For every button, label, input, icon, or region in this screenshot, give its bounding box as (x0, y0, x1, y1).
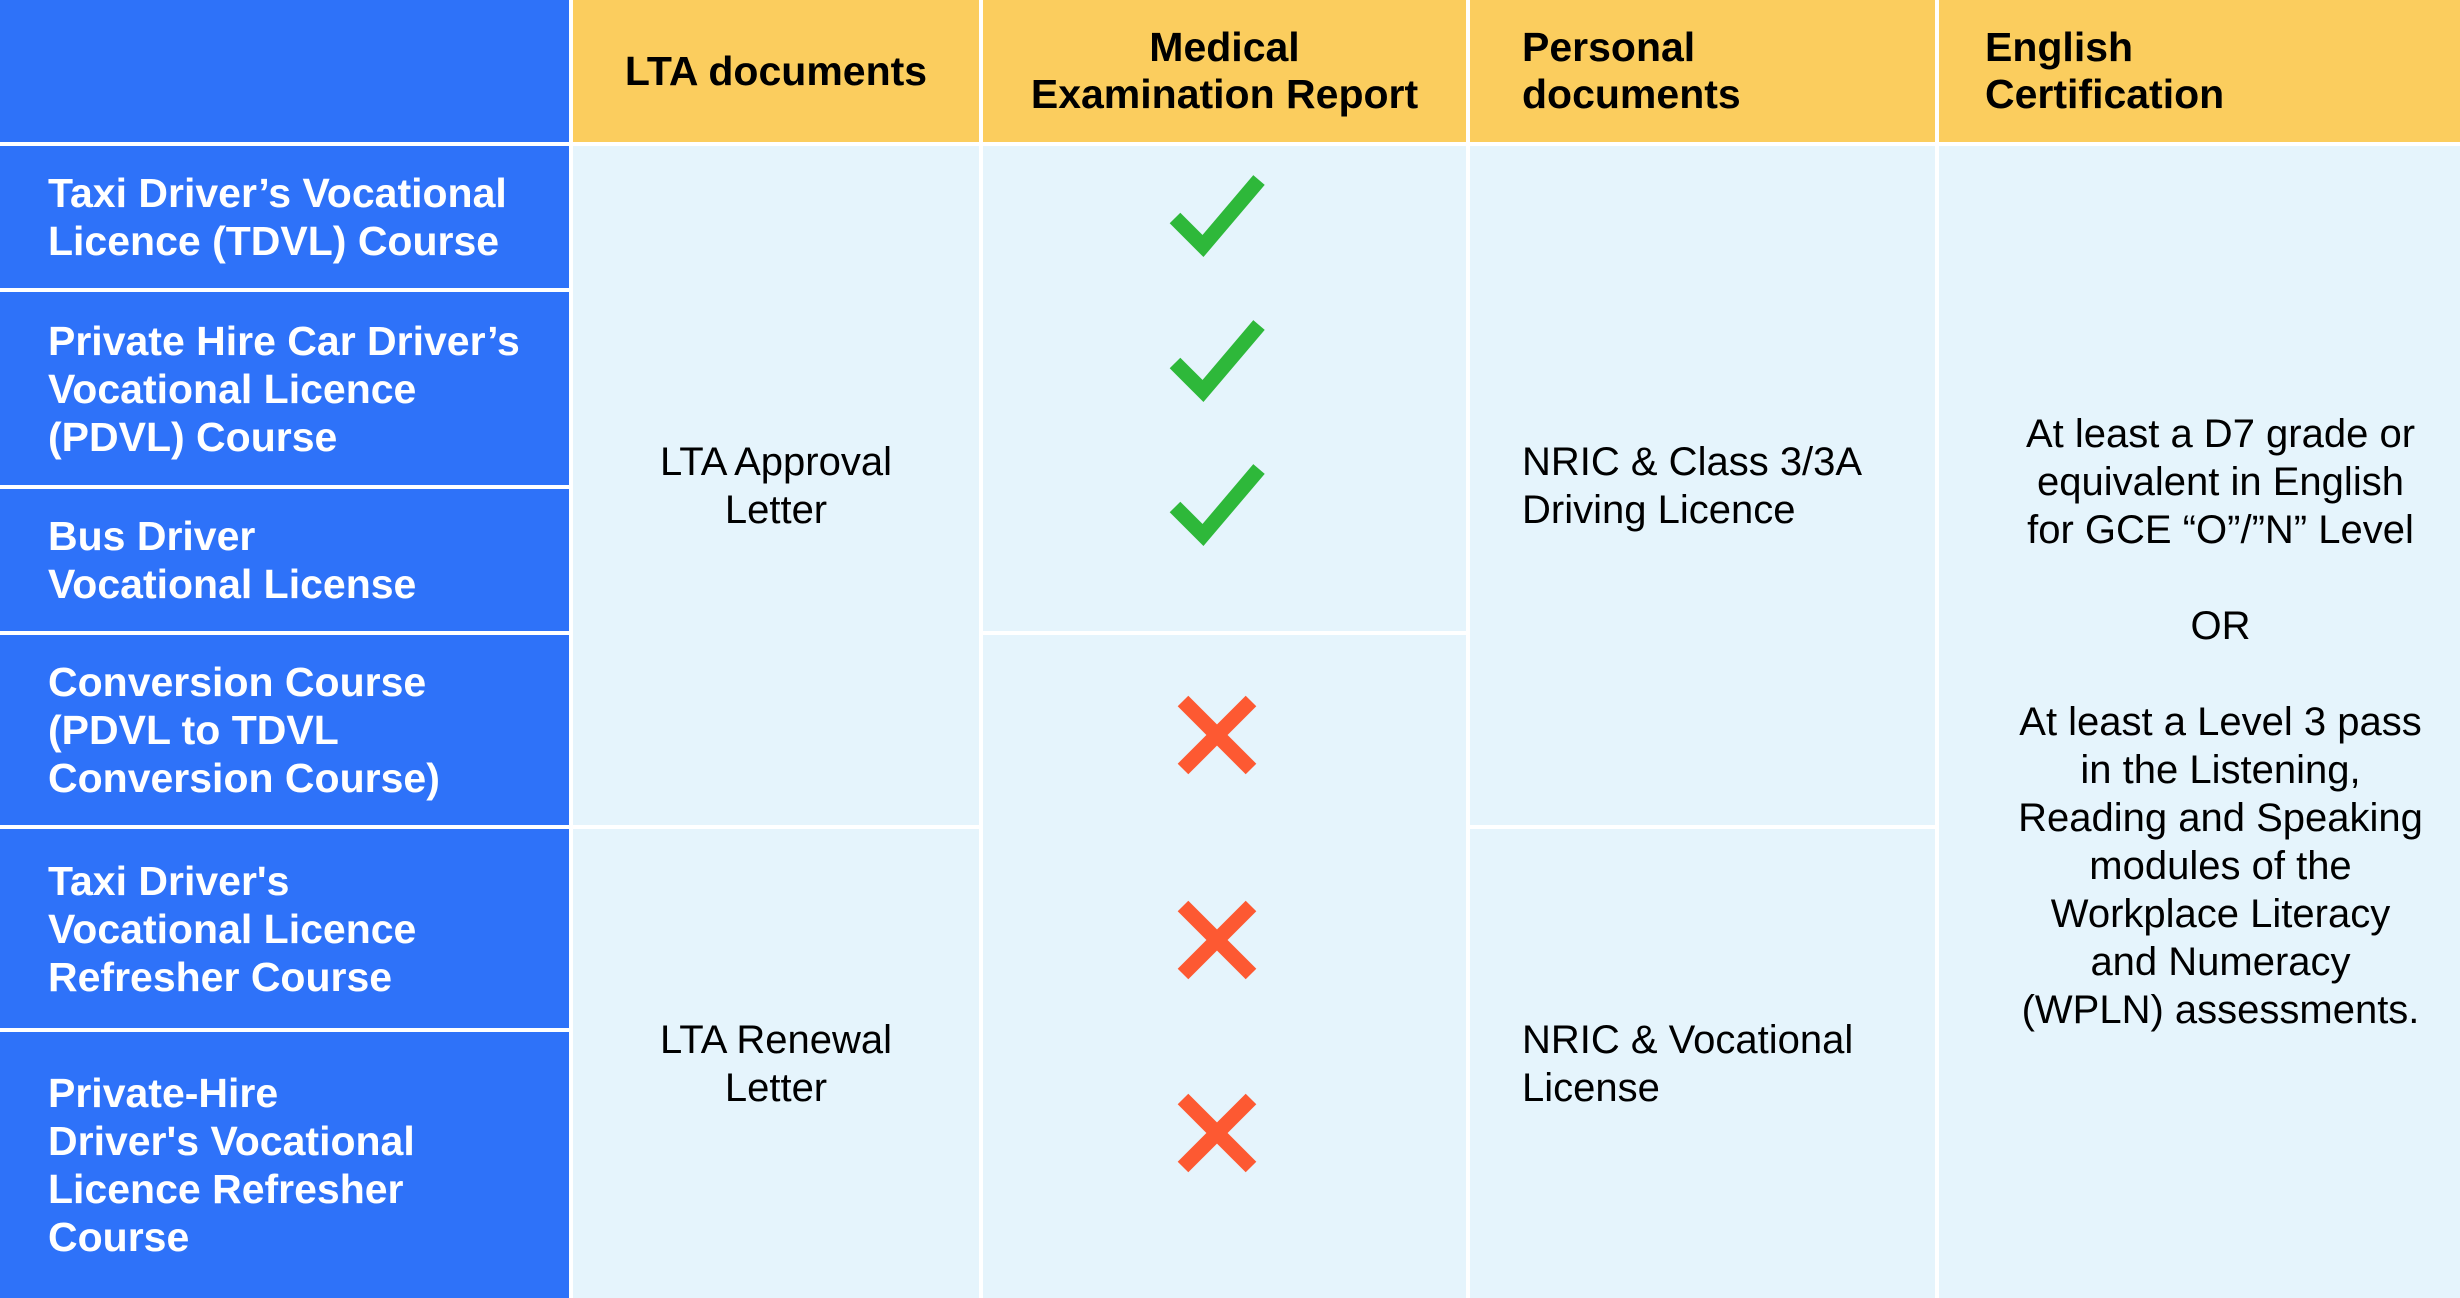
course-line: Vocational Licence (48, 905, 417, 952)
english-line: Reading and Speaking (2018, 796, 2423, 840)
header-english-line2: Certification (1985, 71, 2225, 117)
header-lta-documents-label: LTA documents (624, 47, 928, 94)
cross-icon (1175, 1091, 1259, 1175)
course-line: (PDVL to TDVL (48, 707, 339, 753)
course-taxi-refresher: Taxi Driver's Vocational Licence Refresh… (0, 829, 569, 1028)
personal-nric-vocational-license: NRIC & Vocational License (1470, 829, 1935, 1298)
english-line: modules of the (2089, 844, 2352, 888)
english-line: equivalent in English (2037, 460, 2404, 504)
english-line: for GCE “O”/”N” Level (2027, 508, 2414, 552)
course-line: Course (48, 1214, 190, 1260)
english-certification-requirements: At least a D7 grade or equivalent in Eng… (1939, 146, 2460, 1298)
header-corner (0, 0, 569, 142)
header-medical-line2: Examination Report (1030, 71, 1419, 117)
course-line: Conversion Course (48, 659, 427, 705)
english-line: (WPLN) assessments. (2021, 988, 2420, 1032)
personal-refresher-line2: License (1522, 1065, 1660, 1110)
check-icon (1167, 459, 1267, 549)
lta-renewal-letter: LTA Renewal Letter (573, 829, 979, 1298)
lta-approval-line1: LTA Approval (660, 439, 892, 484)
course-line: Private Hire Car Driver’s (48, 317, 520, 364)
header-personal-line2: documents (1522, 71, 1741, 117)
english-line: Workplace Literacy (2050, 892, 2391, 936)
english-line: At least a D7 grade or (2025, 412, 2416, 456)
personal-new-line1: NRIC & Class 3/3A (1522, 439, 1863, 484)
course-line: Vocational Licence (48, 365, 417, 412)
personal-new-line2: Driving Licence (1522, 487, 1796, 532)
english-line: in the Listening, (2080, 748, 2361, 792)
header-medical-line1: Medical (1149, 24, 1300, 70)
header-english-line1: English (1985, 24, 2134, 70)
personal-nric-driving-licence: NRIC & Class 3/3A Driving Licence (1470, 146, 1935, 825)
header-lta-documents: LTA documents (573, 0, 979, 142)
course-private-hire-refresher: Private-Hire Driver's Vocational Licence… (0, 1032, 569, 1298)
course-line: (PDVL) Course (48, 413, 338, 460)
course-line: Driver's Vocational (48, 1118, 415, 1164)
lta-approval-line2: Letter (724, 487, 828, 532)
cross-icon (1175, 898, 1259, 982)
check-icon (1167, 170, 1267, 260)
lta-renewal-line2: Letter (724, 1065, 828, 1110)
course-conversion: Conversion Course (PDVL to TDVL Conversi… (0, 635, 569, 825)
english-or: OR (2190, 604, 2251, 648)
header-personal-documents: Personal documents (1470, 0, 1935, 142)
personal-refresher-line1: NRIC & Vocational (1522, 1017, 1854, 1062)
header-personal-line1: Personal (1522, 24, 1696, 70)
cross-icon (1175, 693, 1259, 777)
course-line: Vocational License (48, 561, 417, 607)
course-pdvl: Private Hire Car Driver’s Vocational Lic… (0, 292, 569, 485)
english-line: and Numeracy (2090, 940, 2351, 984)
course-tdvl: Taxi Driver’s Vocational Licence (TDVL) … (0, 146, 569, 288)
course-line: Bus Driver (48, 513, 256, 559)
check-icon (1167, 315, 1267, 405)
header-medical-examination-report: Medical Examination Report (983, 0, 1466, 142)
course-line: Conversion Course) (48, 755, 440, 801)
course-line: Licence Refresher (48, 1166, 404, 1212)
course-line: Refresher Course (48, 953, 393, 1000)
lta-approval-letter: LTA Approval Letter (573, 146, 979, 825)
course-line: Taxi Driver's (48, 857, 290, 904)
header-english-certification: English Certification (1939, 0, 2460, 142)
english-line: At least a Level 3 pass (2019, 700, 2422, 744)
lta-renewal-line1: LTA Renewal (660, 1017, 892, 1062)
course-line: Private-Hire (48, 1070, 279, 1116)
course-line: Licence (TDVL) Course (48, 218, 500, 264)
course-bus-driver: Bus Driver Vocational License (0, 489, 569, 631)
course-line: Taxi Driver’s Vocational (48, 170, 507, 216)
